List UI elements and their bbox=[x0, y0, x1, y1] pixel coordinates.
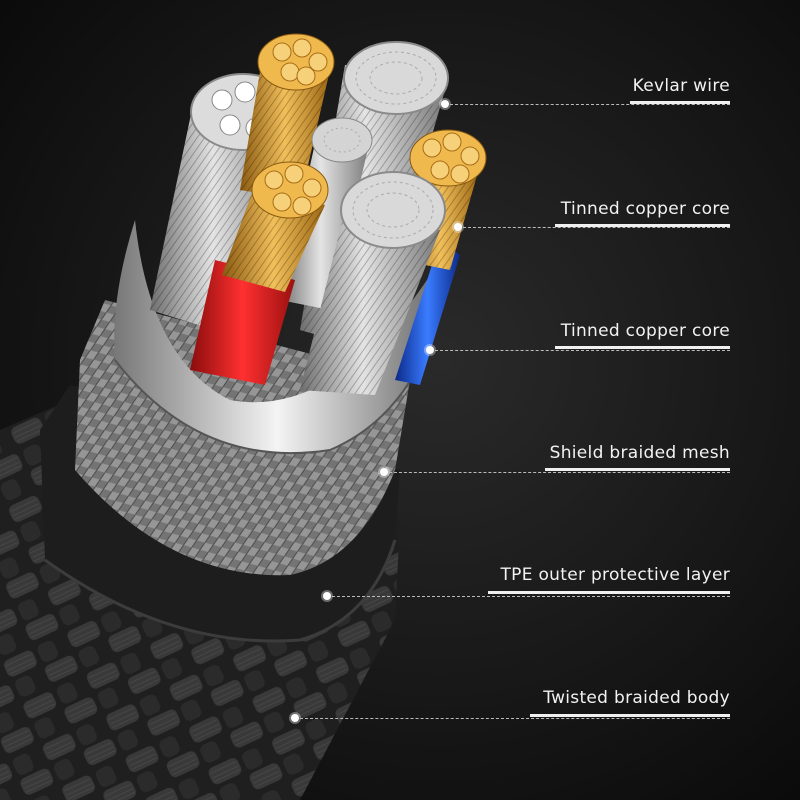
silver-strand-middle bbox=[280, 117, 373, 310]
callout-dot bbox=[426, 346, 434, 354]
callout-leader bbox=[300, 718, 730, 719]
callout-underline bbox=[555, 224, 730, 227]
callout-leader bbox=[389, 472, 730, 473]
callout-dot bbox=[380, 468, 388, 476]
callout-label-twisted-braided-body: Twisted braided body bbox=[543, 688, 730, 708]
callout-label-kevlar-wire: Kevlar wire bbox=[632, 76, 730, 96]
callout-underline bbox=[630, 101, 730, 104]
copper-core-red bbox=[190, 161, 329, 385]
callout-dot bbox=[441, 100, 449, 108]
foil-ring bbox=[114, 220, 440, 454]
callout-leader bbox=[435, 350, 730, 351]
callout-leader bbox=[332, 596, 730, 597]
callout-underline bbox=[545, 468, 730, 471]
callout-dot bbox=[291, 714, 299, 722]
callout-label-tpe-outer-layer: TPE outer protective layer bbox=[500, 565, 730, 585]
callout-underline bbox=[555, 346, 730, 349]
callout-underline bbox=[488, 591, 730, 594]
callout-leader bbox=[463, 227, 730, 228]
callout-dot bbox=[323, 592, 331, 600]
callout-dot bbox=[454, 223, 462, 231]
callout-label-tinned-copper-core-2: Tinned copper core bbox=[560, 321, 730, 341]
callout-leader bbox=[450, 104, 730, 105]
callout-label-shield-braided-mesh: Shield braided mesh bbox=[549, 443, 730, 463]
callout-underline bbox=[530, 714, 730, 717]
silver-strand-front bbox=[300, 171, 446, 395]
callout-label-tinned-copper-core: Tinned copper core bbox=[560, 199, 730, 219]
